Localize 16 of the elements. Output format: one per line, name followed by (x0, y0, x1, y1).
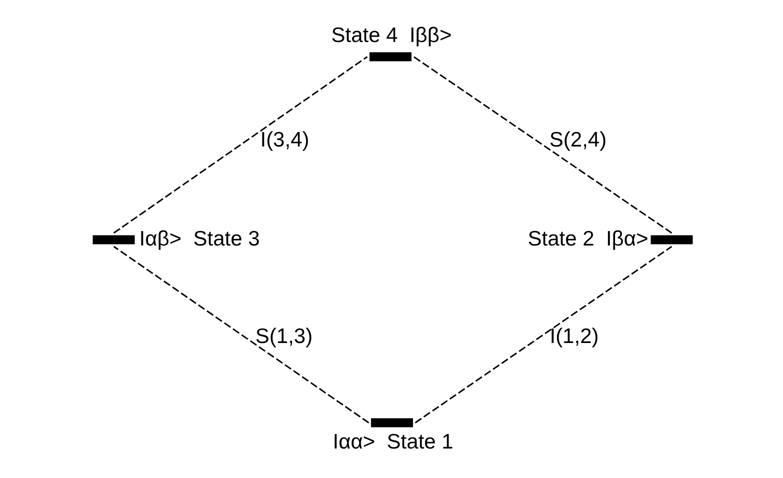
node-bar (650, 235, 692, 244)
connector (412, 56, 672, 234)
edge-label: S(1,3) (254, 324, 312, 348)
node-label: Iαα> State 1 (332, 430, 453, 454)
node-label: State 4 Iββ> (330, 24, 452, 48)
connector (112, 56, 368, 234)
connector (112, 246, 369, 424)
edge-label: I(1,2) (549, 324, 598, 348)
node-label: State 2 Iβα> (527, 227, 648, 250)
node-bar (370, 418, 412, 428)
edge-label: S(2,4) (548, 128, 606, 152)
node-bar (369, 52, 411, 62)
node-label: Iαβ> State 3 (138, 227, 260, 250)
edge-label: I(3,4) (260, 128, 309, 152)
connector (414, 246, 672, 424)
node-bar (92, 235, 134, 244)
